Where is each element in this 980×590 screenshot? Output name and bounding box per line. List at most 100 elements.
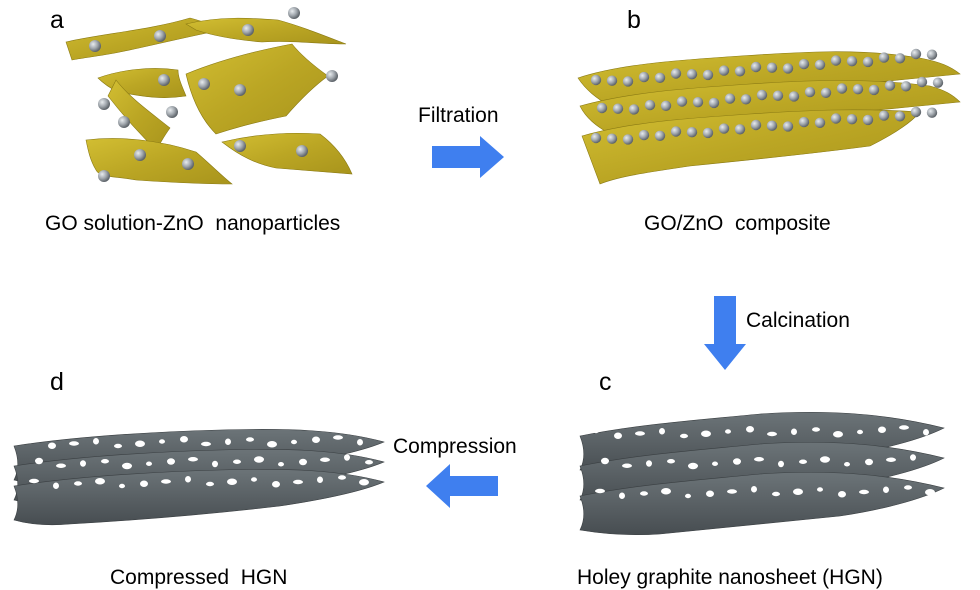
hole — [29, 478, 39, 484]
zno-particle — [718, 65, 730, 76]
zno-particle — [878, 52, 890, 63]
hole — [767, 431, 777, 437]
zno-particle — [686, 69, 698, 80]
hole — [56, 463, 66, 468]
hole — [251, 477, 257, 482]
zno-particle — [798, 116, 810, 128]
hole — [667, 459, 675, 464]
panel-letter-d: d — [50, 368, 64, 396]
hole — [180, 436, 188, 443]
hole — [725, 429, 731, 434]
caption-panel-c: Holey graphite nanosheet (HGN) — [577, 566, 883, 589]
zno-particle — [622, 134, 634, 145]
hole — [878, 426, 886, 433]
zno-particle — [612, 103, 624, 114]
hole — [320, 457, 330, 462]
zno-particle — [820, 87, 832, 99]
hole — [317, 476, 323, 483]
hole — [365, 460, 373, 465]
zno-particle — [836, 83, 848, 94]
zno-particle — [852, 84, 864, 95]
hole — [122, 462, 132, 470]
holes — [27, 435, 373, 489]
hole — [910, 454, 916, 461]
hole — [712, 461, 718, 466]
hole — [838, 491, 846, 498]
hole — [338, 475, 346, 480]
hole — [754, 457, 764, 462]
hole — [201, 441, 211, 447]
hgn-sheet — [13, 469, 385, 526]
go-sheet — [85, 138, 233, 185]
hole — [74, 481, 82, 486]
zno-particle — [606, 75, 618, 86]
hole — [883, 486, 889, 493]
hole — [95, 478, 105, 485]
zno-particle — [756, 89, 768, 101]
hole — [185, 476, 191, 483]
hole — [212, 460, 218, 468]
hole — [619, 492, 625, 499]
hole — [299, 458, 307, 466]
hole — [233, 459, 241, 464]
zno-particle — [628, 104, 640, 115]
hole — [886, 457, 896, 462]
zno-particle — [750, 61, 762, 73]
zno-particle — [724, 93, 736, 104]
zno-particle — [798, 58, 810, 70]
hole — [812, 427, 820, 432]
zno-particle — [734, 124, 746, 135]
hole — [53, 482, 59, 489]
zno-particle — [862, 56, 874, 68]
hole — [659, 428, 665, 435]
zno-particle — [878, 110, 890, 121]
zno-particle — [708, 97, 720, 109]
hole — [272, 481, 280, 488]
zno-particle — [670, 126, 682, 137]
hole — [601, 457, 609, 465]
zno-particle — [910, 106, 922, 118]
zno-particle — [884, 80, 896, 91]
zno-particle — [734, 66, 746, 77]
hole — [772, 491, 780, 497]
filtration-arrow — [432, 136, 504, 178]
hole — [227, 478, 237, 485]
hole — [293, 479, 303, 485]
zno-particle — [686, 127, 698, 138]
hole — [140, 480, 148, 487]
zno-particle — [894, 53, 906, 64]
zno-particle — [692, 97, 704, 108]
hole — [35, 457, 43, 465]
caption-panel-a: GO solution-ZnO nanoparticles — [45, 212, 341, 235]
zno-particle — [654, 72, 666, 84]
hole — [114, 443, 122, 449]
hole — [593, 428, 599, 434]
go-sheet — [185, 17, 347, 45]
zno-particle — [804, 86, 816, 98]
zno-particle — [932, 77, 944, 88]
hole — [27, 438, 33, 444]
hole — [793, 488, 803, 495]
hole — [312, 436, 320, 443]
hole — [661, 488, 671, 495]
panel-d-artwork — [13, 429, 385, 526]
zno-particle — [868, 84, 880, 96]
zno-particle — [590, 74, 602, 86]
panel-letter-b: b — [627, 6, 641, 34]
zno-particle — [676, 96, 688, 107]
zno-particles — [590, 48, 944, 145]
panel-letter-c: c — [599, 368, 612, 396]
hole — [640, 491, 648, 496]
hole — [706, 490, 714, 497]
zno-particle — [782, 121, 794, 132]
compression-label: Compression — [393, 435, 517, 458]
hole — [101, 459, 109, 464]
zno-particle — [900, 81, 912, 92]
hole — [904, 485, 912, 490]
hole — [701, 430, 711, 437]
hole — [865, 458, 873, 466]
hole — [146, 461, 152, 466]
panel-c-artwork — [579, 411, 945, 536]
zno-particle — [606, 133, 618, 144]
